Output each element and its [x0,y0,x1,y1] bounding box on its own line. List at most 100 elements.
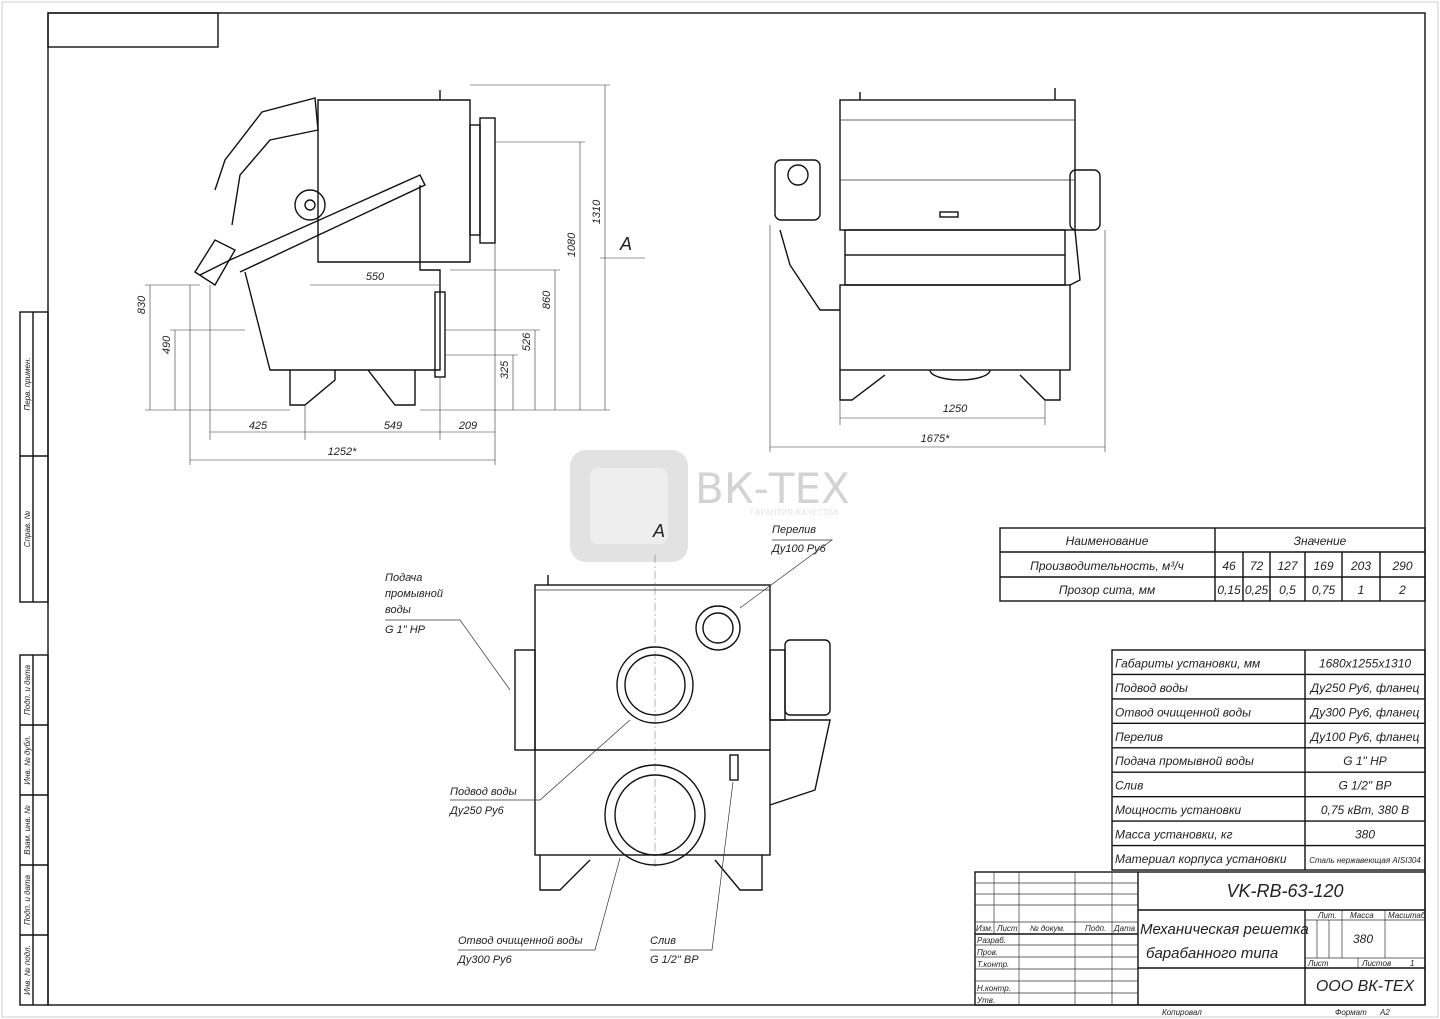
stamp-first-use: Перв. примен. [23,357,32,410]
leg [839,370,886,401]
callout-overflow-2: Ду100 Ру6 [770,543,827,555]
callout-outlet-2: Ду300 Ру6 [456,954,513,966]
param-value-cell: 169 [1313,559,1333,573]
leg [539,855,591,891]
callout-overflow-1: Перелив [772,524,816,536]
dim-425: 425 [249,420,268,432]
top-stamp-box [47,12,219,48]
dim-1080: 1080 [566,232,578,257]
col-sheet: Лист [996,924,1018,933]
spec-name: Масса установки, кг [1115,828,1233,842]
screen-tray [844,229,1066,256]
spec-value: Сталь нержавеющая AISI304 [1309,856,1421,865]
role-tech-control: Т.контр. [977,960,1009,969]
callout-inlet-1: Подвод воды [450,786,517,798]
dim-209: 209 [458,420,477,432]
stamp-sign-date-2: Подп. и дата [23,874,32,925]
spec-value: 380 [1355,828,1375,842]
stamp-orig-inv: Инв. № подл. [23,945,32,995]
callout-drain-2: G 1/2" ВР [650,954,699,966]
side-stamps: Перв. примен. Справ. № Подп. и дата Инв.… [19,311,49,1006]
leg [1019,370,1061,401]
side-guard [779,229,840,311]
param-value-cell: 0,15 [1217,583,1241,597]
callout-wash-water-4: G 1" НР [385,624,426,636]
col-date: Дата [1113,924,1136,933]
leg [714,855,763,891]
hood [214,97,319,226]
side-view: 1310 1080 860 526 325 830 490 550 425 54… [136,84,645,465]
lower-body [244,185,441,371]
stamp-sign-date-1: Подп. и дата [23,664,32,715]
discharge-chute [194,239,236,286]
inclined-screen [199,174,426,276]
spec-value: G 1/2" ВР [1339,779,1392,793]
role-norm-control: Н.контр. [977,984,1011,993]
drum-cover [839,99,1076,231]
front-view: 1250 1675* [769,88,1106,452]
dim-860: 860 [541,290,553,309]
stamp-replace-inv: Взам. инв. № [23,805,32,855]
dim-1252: 1252* [328,446,357,458]
outlet-flange [604,764,706,866]
parameter-table: Наименование Значение Производительность… [999,527,1426,602]
drain-valve [729,754,739,781]
callout-wash-water-1: Подача [385,572,422,584]
drive-pulley [294,189,326,221]
view-arrow-label: A [619,234,632,254]
dim-1675: 1675* [921,433,950,445]
format-label: Формат [1335,1008,1367,1017]
upper-housing [317,99,471,263]
title-block: Изм. Лист № докум. Подп. Дата Разраб. Пр… [974,871,1426,1017]
dim-526: 526 [521,332,533,351]
lit-label: Лит. [1317,911,1337,920]
spec-name: Слив [1115,779,1143,793]
format-value: А2 [1379,1008,1390,1017]
dim-1310: 1310 [591,199,603,224]
motor-left [774,159,821,221]
watermark-logo: ВК-ТЕХ ГАРАНТИЯ КАЧЕСТВА [570,450,850,562]
param-value-cell: 0,75 [1312,583,1336,597]
callout-wash-water-3: воды [385,604,411,616]
spec-value: 0,75 кВт, 380 В [1321,803,1409,817]
wash-water-valve-block [514,649,536,751]
stamp-dup-inv: Инв. № дубл. [23,735,32,784]
role-checker: Пров. [977,948,998,957]
sheets-label: Листов [1361,959,1391,968]
param-value-cell: 46 [1222,559,1236,573]
mass-label: Масса [1350,911,1374,920]
view-a-title: A [652,521,665,541]
spec-name: Материал корпуса установки [1115,852,1287,866]
param-header-name: Наименование [1066,534,1149,548]
spec-name: Отвод очищенной воды [1115,705,1251,719]
product-name-line2: барабанного типа [1146,945,1278,962]
dim-1250: 1250 [943,403,968,415]
col-signature: Подп. [1085,924,1106,933]
param-value-cell: 72 [1250,559,1264,573]
spec-value: G 1" НР [1343,754,1387,768]
param-header-value: Значение [1294,534,1347,548]
col-change: Изм. [976,924,993,933]
stamp-ref-no: Справ. № [23,510,32,547]
motor [784,639,831,716]
param-row-gap-label: Прозор сита, мм [1059,583,1155,597]
leg [367,369,416,406]
scale-label: Масштаб [1388,911,1426,920]
outlet-flange [469,124,481,236]
spec-value: Ду250 Ру6, фланец [1309,681,1420,695]
param-value-cell: 290 [1391,559,1412,573]
role-approved: Утв. [976,996,995,1005]
param-row-capacity-label: Производительность, м³/ч [1030,559,1184,573]
callout-outlet-1: Отвод очищенной воды [458,935,583,947]
param-value-cell: 127 [1277,559,1298,573]
dim-550: 550 [366,271,385,283]
company-name: ООО ВК-ТЕХ [1316,978,1416,995]
spec-value: Ду100 Ру6, фланец [1309,730,1420,744]
spec-value: 1680х1255х1310 [1319,656,1411,670]
dim-325: 325 [499,360,511,379]
callout-drain-1: Слив [650,935,676,947]
designation: VK-RB-63-120 [1226,881,1343,901]
param-value-cell: 0,5 [1279,583,1296,597]
